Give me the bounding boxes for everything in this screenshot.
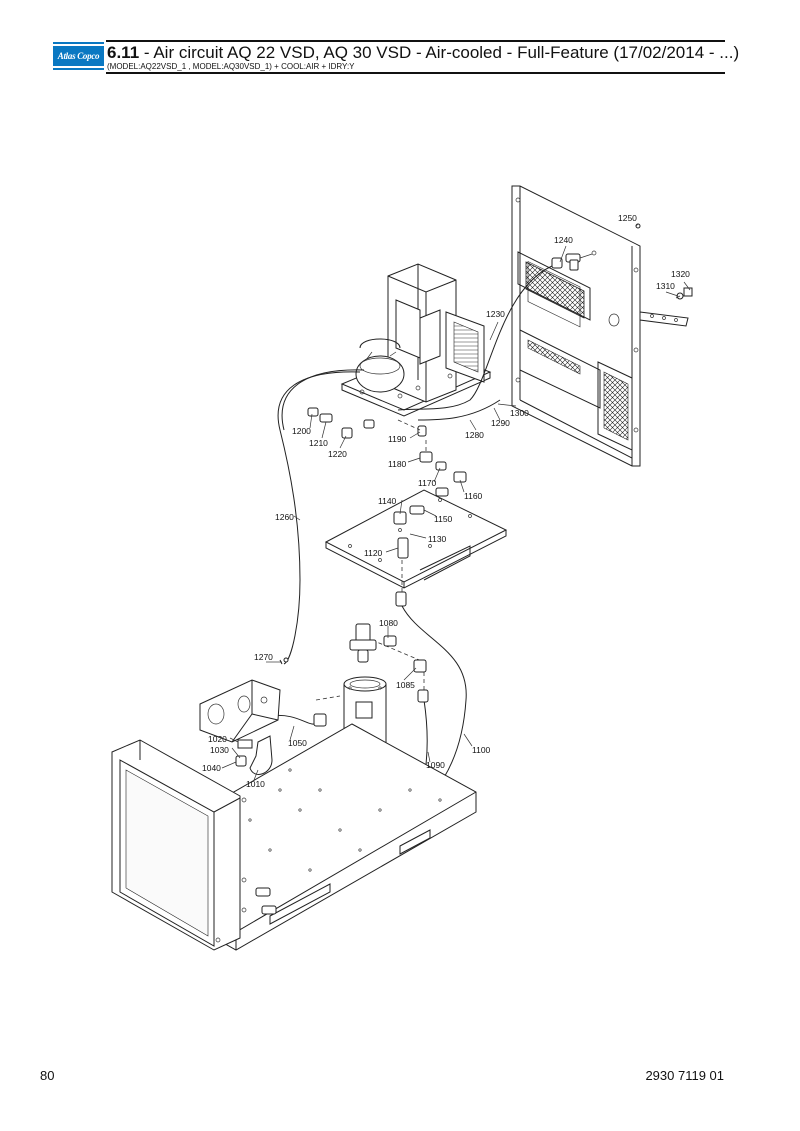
callout-1050: 1050 bbox=[288, 738, 307, 748]
air-cooler bbox=[111, 739, 277, 951]
base-bolt-holes bbox=[248, 768, 442, 872]
logo-stripe bbox=[53, 42, 104, 44]
callout-1140: 1140 bbox=[378, 496, 397, 506]
callout-1200: 1200 bbox=[292, 426, 311, 436]
logo-stripe bbox=[53, 68, 104, 70]
callout-1150: 1150 bbox=[434, 514, 453, 524]
part-number-callouts: 1250 1240 1320 1310 1230 1300 1290 1280 … bbox=[202, 213, 690, 789]
callout-1290: 1290 bbox=[491, 418, 510, 428]
callout-1180: 1180 bbox=[388, 459, 407, 469]
callout-1120: 1120 bbox=[364, 548, 383, 558]
section-title: - Air circuit AQ 22 VSD, AQ 30 VSD - Air… bbox=[139, 43, 740, 62]
page-number: 80 bbox=[40, 1068, 55, 1083]
callout-1020: 1020 bbox=[208, 734, 227, 744]
callout-leader-lines bbox=[221, 223, 691, 781]
callout-1130: 1130 bbox=[428, 534, 447, 544]
callout-1220: 1220 bbox=[328, 449, 347, 459]
callout-1320: 1320 bbox=[671, 269, 690, 279]
page-subtitle: (MODEL:AQ22VSD_1 , MODEL:AQ30VSD_1) + CO… bbox=[107, 62, 355, 71]
callout-1250: 1250 bbox=[618, 213, 637, 223]
callout-1160: 1160 bbox=[464, 491, 483, 501]
mounting-plate bbox=[324, 487, 508, 607]
brand-logo: Atlas Copco bbox=[53, 46, 104, 66]
callout-1300: 1300 bbox=[510, 408, 529, 418]
fittings-1160-1190 bbox=[417, 425, 467, 483]
callout-1190: 1190 bbox=[388, 434, 407, 444]
callout-1080: 1080 bbox=[379, 618, 398, 628]
page-header: Atlas Copco 6.11 - Air circuit AQ 22 VSD… bbox=[43, 38, 739, 76]
compressor-element bbox=[199, 657, 327, 775]
callout-1260: 1260 bbox=[275, 512, 294, 522]
callout-1230: 1230 bbox=[486, 309, 505, 319]
callout-1270: 1270 bbox=[254, 652, 273, 662]
callout-1210: 1210 bbox=[309, 438, 328, 448]
section-number: 6.11 bbox=[107, 43, 140, 62]
dryer-panel bbox=[511, 185, 641, 467]
callout-1100: 1100 bbox=[472, 745, 491, 755]
fittings-1200-1220 bbox=[307, 407, 375, 439]
mounting-bracket bbox=[635, 223, 693, 327]
fitting-assembly-1240 bbox=[551, 250, 597, 271]
callout-1090: 1090 bbox=[426, 760, 445, 770]
callout-1240: 1240 bbox=[554, 235, 573, 245]
refrigerant-compressor-unit bbox=[340, 263, 492, 417]
callout-1040: 1040 bbox=[202, 763, 221, 773]
header-rule-top bbox=[106, 40, 725, 42]
page-title: 6.11 - Air circuit AQ 22 VSD, AQ 30 VSD … bbox=[107, 43, 739, 63]
callout-1010: 1010 bbox=[246, 779, 265, 789]
callout-1085: 1085 bbox=[396, 680, 415, 690]
document-number: 2930 7119 01 bbox=[645, 1068, 724, 1083]
callout-1280: 1280 bbox=[465, 430, 484, 440]
callout-1030: 1030 bbox=[210, 745, 229, 755]
header-rule-bottom bbox=[106, 72, 725, 74]
callout-1310: 1310 bbox=[656, 281, 675, 291]
callout-1170: 1170 bbox=[418, 478, 437, 488]
